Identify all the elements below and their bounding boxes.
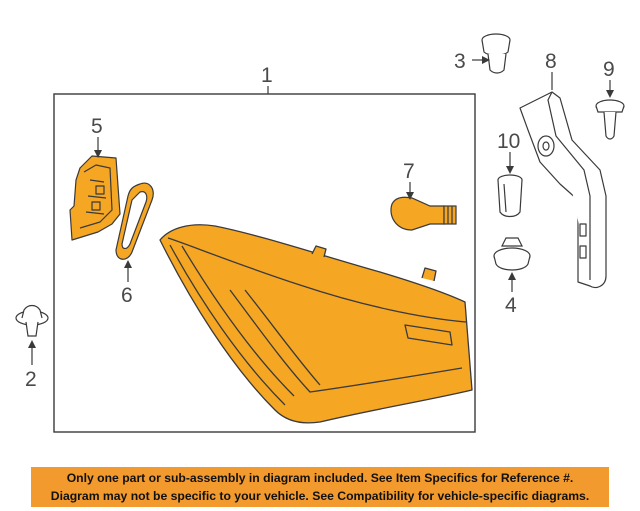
- bulb: [390, 196, 457, 231]
- leader-6-arrowhead: [124, 260, 132, 268]
- callout-9: 9: [603, 58, 615, 81]
- notice-line-2: Diagram may not be specific to your vehi…: [50, 489, 590, 503]
- callout-7: 7: [403, 160, 415, 183]
- push-clip: [15, 304, 49, 337]
- callout-5: 5: [91, 115, 103, 138]
- expansion-nut: [497, 174, 523, 218]
- callout-10: 10: [497, 130, 520, 153]
- callout-6: 6: [121, 284, 133, 307]
- flange-nut: [493, 237, 531, 271]
- mounting-bracket: [519, 91, 607, 289]
- callout-8: 8: [545, 50, 557, 73]
- leader-10-arrowhead: [506, 166, 514, 174]
- leader-7-arrowhead: [406, 192, 414, 200]
- lamp-gasket: [115, 182, 154, 260]
- leader-9-arrowhead: [606, 90, 614, 98]
- callout-4: 4: [505, 294, 517, 317]
- callout-3: 3: [454, 50, 466, 73]
- notice-line-1: Only one part or sub-assembly in diagram…: [66, 471, 574, 485]
- leader-2-arrowhead: [28, 340, 36, 348]
- callout-2: 2: [25, 368, 37, 391]
- leader-5-arrowhead: [94, 150, 102, 158]
- leader-4-arrowhead: [508, 272, 516, 280]
- leader-3-arrowhead: [482, 56, 490, 64]
- grommet: [481, 33, 511, 74]
- assembly-frame: [53, 93, 476, 433]
- compatibility-notice: Only one part or sub-assembly in diagram…: [31, 467, 609, 507]
- tail-lamp-assembly: [159, 224, 473, 424]
- screw: [595, 99, 625, 140]
- callout-1: 1: [261, 64, 273, 87]
- bulb-socket-carrier: [69, 155, 121, 241]
